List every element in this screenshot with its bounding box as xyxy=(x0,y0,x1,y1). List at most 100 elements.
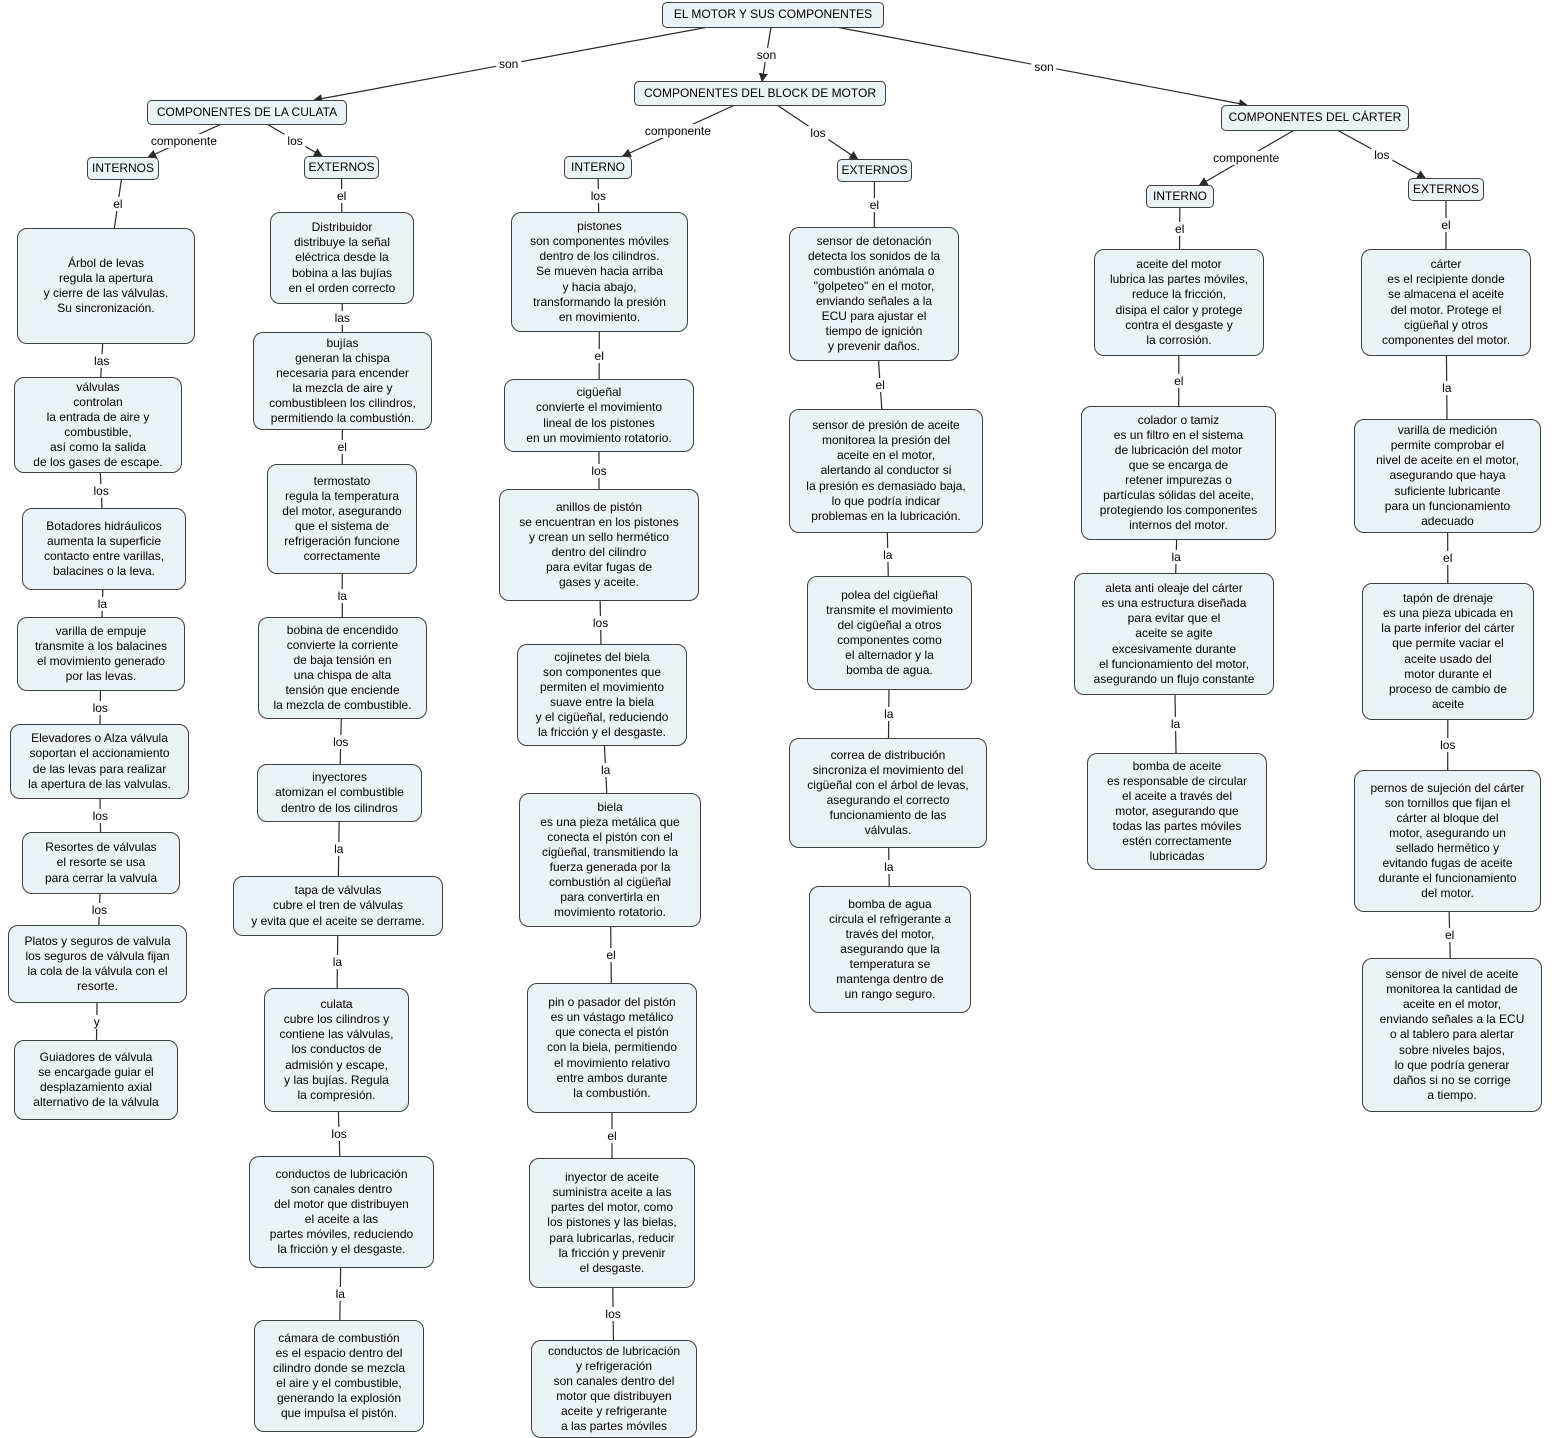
link-label: el xyxy=(591,348,607,363)
link-label: la xyxy=(1167,717,1184,731)
concept-node-carter-pieza[interactable]: cárter es el recipiente donde se almacen… xyxy=(1361,249,1531,356)
link-label: el xyxy=(110,197,126,211)
concept-node-block[interactable]: COMPONENTES DEL BLOCK DE MOTOR xyxy=(634,81,886,106)
link-label: la xyxy=(94,596,111,611)
concept-node-aceite-del-motor[interactable]: aceite del motor lubrica las partes móvi… xyxy=(1094,249,1264,356)
connector-line xyxy=(313,14,774,104)
link-label: los xyxy=(89,808,111,823)
link-label: el xyxy=(334,440,350,454)
concept-node-varilla-de-medicion[interactable]: varilla de medición permite comprobar el… xyxy=(1354,419,1541,533)
concept-node-sensor-de-presion-de-aceite[interactable]: sensor de presión de aceite monitorea la… xyxy=(789,409,983,533)
link-label: los xyxy=(88,902,111,917)
link-label: los xyxy=(587,188,610,203)
link-label: la xyxy=(1439,380,1455,395)
concept-node-block-externos[interactable]: EXTERNOS xyxy=(837,159,912,182)
link-label: la xyxy=(1168,549,1184,564)
link-label: el xyxy=(1171,374,1187,388)
concept-node-botadores-hidraulicos[interactable]: Botadores hidráulicos aumenta la superfi… xyxy=(22,508,186,590)
concept-node-bobina-de-encendido[interactable]: bobina de encendido convierte la corrien… xyxy=(258,617,427,719)
concept-node-inyectores[interactable]: inyectores atomizan el combustible dentr… xyxy=(257,764,422,822)
concept-node-bomba-de-aceite[interactable]: bomba de aceite es responsable de circul… xyxy=(1087,753,1267,870)
link-label: componente xyxy=(641,124,714,138)
concept-node-carter[interactable]: COMPONENTES DEL CÁRTER xyxy=(1221,105,1409,131)
link-label: los xyxy=(1437,738,1459,752)
concept-node-ciguenal[interactable]: cigüeñal convierte el movimiento lineal … xyxy=(504,379,694,452)
concept-node-culata-pieza[interactable]: culata cubre los cilindros y contiene la… xyxy=(264,988,409,1112)
concept-node-guiadores-de-valvula[interactable]: Guiadores de válvula se encargade guiar … xyxy=(14,1040,178,1120)
link-label: los xyxy=(328,1127,350,1141)
link-label: los xyxy=(89,700,111,715)
link-label: el xyxy=(1442,928,1458,942)
link-label: componente xyxy=(147,134,220,148)
link-label: la xyxy=(880,547,896,562)
link-label: son xyxy=(495,57,522,71)
concept-node-aleta-anti-oleaje[interactable]: aleta anti oleaje del cárter es una estr… xyxy=(1074,573,1274,695)
concept-node-valvulas[interactable]: válvulas controlan la entrada de aire y … xyxy=(14,377,182,473)
concept-node-carter-externos[interactable]: EXTERNOS xyxy=(1408,178,1484,201)
link-label: el xyxy=(872,378,888,392)
link-label: los xyxy=(588,463,610,478)
concept-node-bujias[interactable]: bujías generan la chispa necesaria para … xyxy=(253,332,432,430)
concept-node-bomba-de-agua[interactable]: bomba de agua circula el refrigerante a … xyxy=(809,886,971,1013)
concept-node-anillos-de-piston[interactable]: anillos de pistón se encuentran en los p… xyxy=(499,489,699,601)
concept-node-carter-interno[interactable]: INTERNO xyxy=(1146,185,1214,208)
link-label: la xyxy=(332,1287,348,1301)
concept-node-resortes-de-valvulas[interactable]: Resortes de válvulas el resorte se usa p… xyxy=(22,832,180,894)
concept-node-culata[interactable]: COMPONENTES DE LA CULATA xyxy=(147,100,347,125)
link-label: la xyxy=(334,588,350,603)
link-label: son xyxy=(753,47,780,62)
link-label: y xyxy=(90,1014,103,1029)
concept-node-termostato[interactable]: termostato regula la temperatura del mot… xyxy=(267,464,417,574)
concept-node-colador-o-tamiz[interactable]: colador o tamiz es un filtro en el siste… xyxy=(1081,406,1276,540)
concept-node-sensor-de-nivel-de-aceite[interactable]: sensor de nivel de aceite monitorea la c… xyxy=(1362,958,1542,1112)
link-label: el xyxy=(604,1128,620,1143)
concept-node-pernos-de-sujecion[interactable]: pernos de sujeción del cárter son tornil… xyxy=(1354,770,1541,912)
concept-node-tapon-de-drenaje[interactable]: tapón de drenaje es una pieza ubicada en… xyxy=(1362,583,1534,720)
link-label: los xyxy=(589,615,612,630)
link-label: el xyxy=(1438,218,1454,232)
concept-node-sensor-de-detonacion[interactable]: sensor de detonación detecta los sonidos… xyxy=(789,227,959,361)
link-label: los xyxy=(284,133,306,148)
link-label: los xyxy=(807,125,829,140)
link-label: las xyxy=(91,353,113,368)
concept-node-conductos-de-lubricacion[interactable]: conductos de lubricación son canales den… xyxy=(249,1156,434,1268)
link-label: el xyxy=(333,188,350,203)
link-label: la xyxy=(881,707,897,721)
link-label: son xyxy=(1031,59,1057,74)
concept-node-platos-y-seguros[interactable]: Platos y seguros de valvula los seguros … xyxy=(8,925,187,1003)
link-label: los xyxy=(602,1307,624,1321)
link-label: el xyxy=(866,197,883,212)
link-label: los xyxy=(1371,147,1393,162)
link-label: la xyxy=(329,955,346,969)
link-label: el xyxy=(603,948,619,962)
link-label: el xyxy=(1440,551,1456,565)
concept-node-culata-internos[interactable]: INTERNOS xyxy=(87,157,159,180)
concept-node-elevadores[interactable]: Elevadores o Alza válvula soportan el ac… xyxy=(10,724,189,799)
concept-node-varilla-de-empuje[interactable]: varilla de empuje transmite a los balaci… xyxy=(17,617,185,691)
concept-node-culata-externos[interactable]: EXTERNOS xyxy=(304,156,379,179)
connector-line xyxy=(772,14,1248,108)
concept-node-pistones[interactable]: pistones son componentes móviles dentro … xyxy=(511,212,688,332)
concept-node-tapa-de-valvulas[interactable]: tapa de válvulas cubre el tren de válvul… xyxy=(233,876,443,936)
concept-node-correa-de-distribucion[interactable]: correa de distribución sincroniza el mov… xyxy=(789,738,987,848)
concept-node-distribuidor[interactable]: Distribuidor distribuye la señal eléctri… xyxy=(270,212,414,304)
link-label: la xyxy=(881,860,897,874)
concept-node-block-interno[interactable]: INTERNO xyxy=(564,156,632,179)
concept-node-arbol-de-levas[interactable]: Árbol de levas regula la apertura y cier… xyxy=(17,228,195,344)
concept-node-pin-del-piston[interactable]: pin o pasador del pistón es un vástago m… xyxy=(527,983,697,1113)
link-label: los xyxy=(330,734,352,749)
link-label: la xyxy=(331,842,347,856)
concept-node-inyector-de-aceite[interactable]: inyector de aceite suministra aceite a l… xyxy=(529,1158,695,1288)
link-label: los xyxy=(90,483,112,498)
concept-node-cojinetes-del-biela[interactable]: cojinetes del biela son componentes que … xyxy=(517,644,687,746)
link-label: componente xyxy=(1210,151,1283,165)
concept-node-biela[interactable]: biela es una pieza metálica que conecta … xyxy=(519,793,701,927)
link-label: el xyxy=(1172,221,1188,236)
link-label: las xyxy=(331,311,353,325)
concept-node-conductos-lubricacion-refrigeracion[interactable]: conductos de lubricación y refrigeración… xyxy=(531,1340,697,1438)
concept-node-camara-de-combustion[interactable]: cámara de combustión es el espacio dentr… xyxy=(254,1320,424,1432)
concept-node-root[interactable]: EL MOTOR Y SUS COMPONENTES xyxy=(662,2,884,28)
concept-node-polea-del-ciguenal[interactable]: polea del cigüeñal transmite el movimien… xyxy=(807,576,972,690)
